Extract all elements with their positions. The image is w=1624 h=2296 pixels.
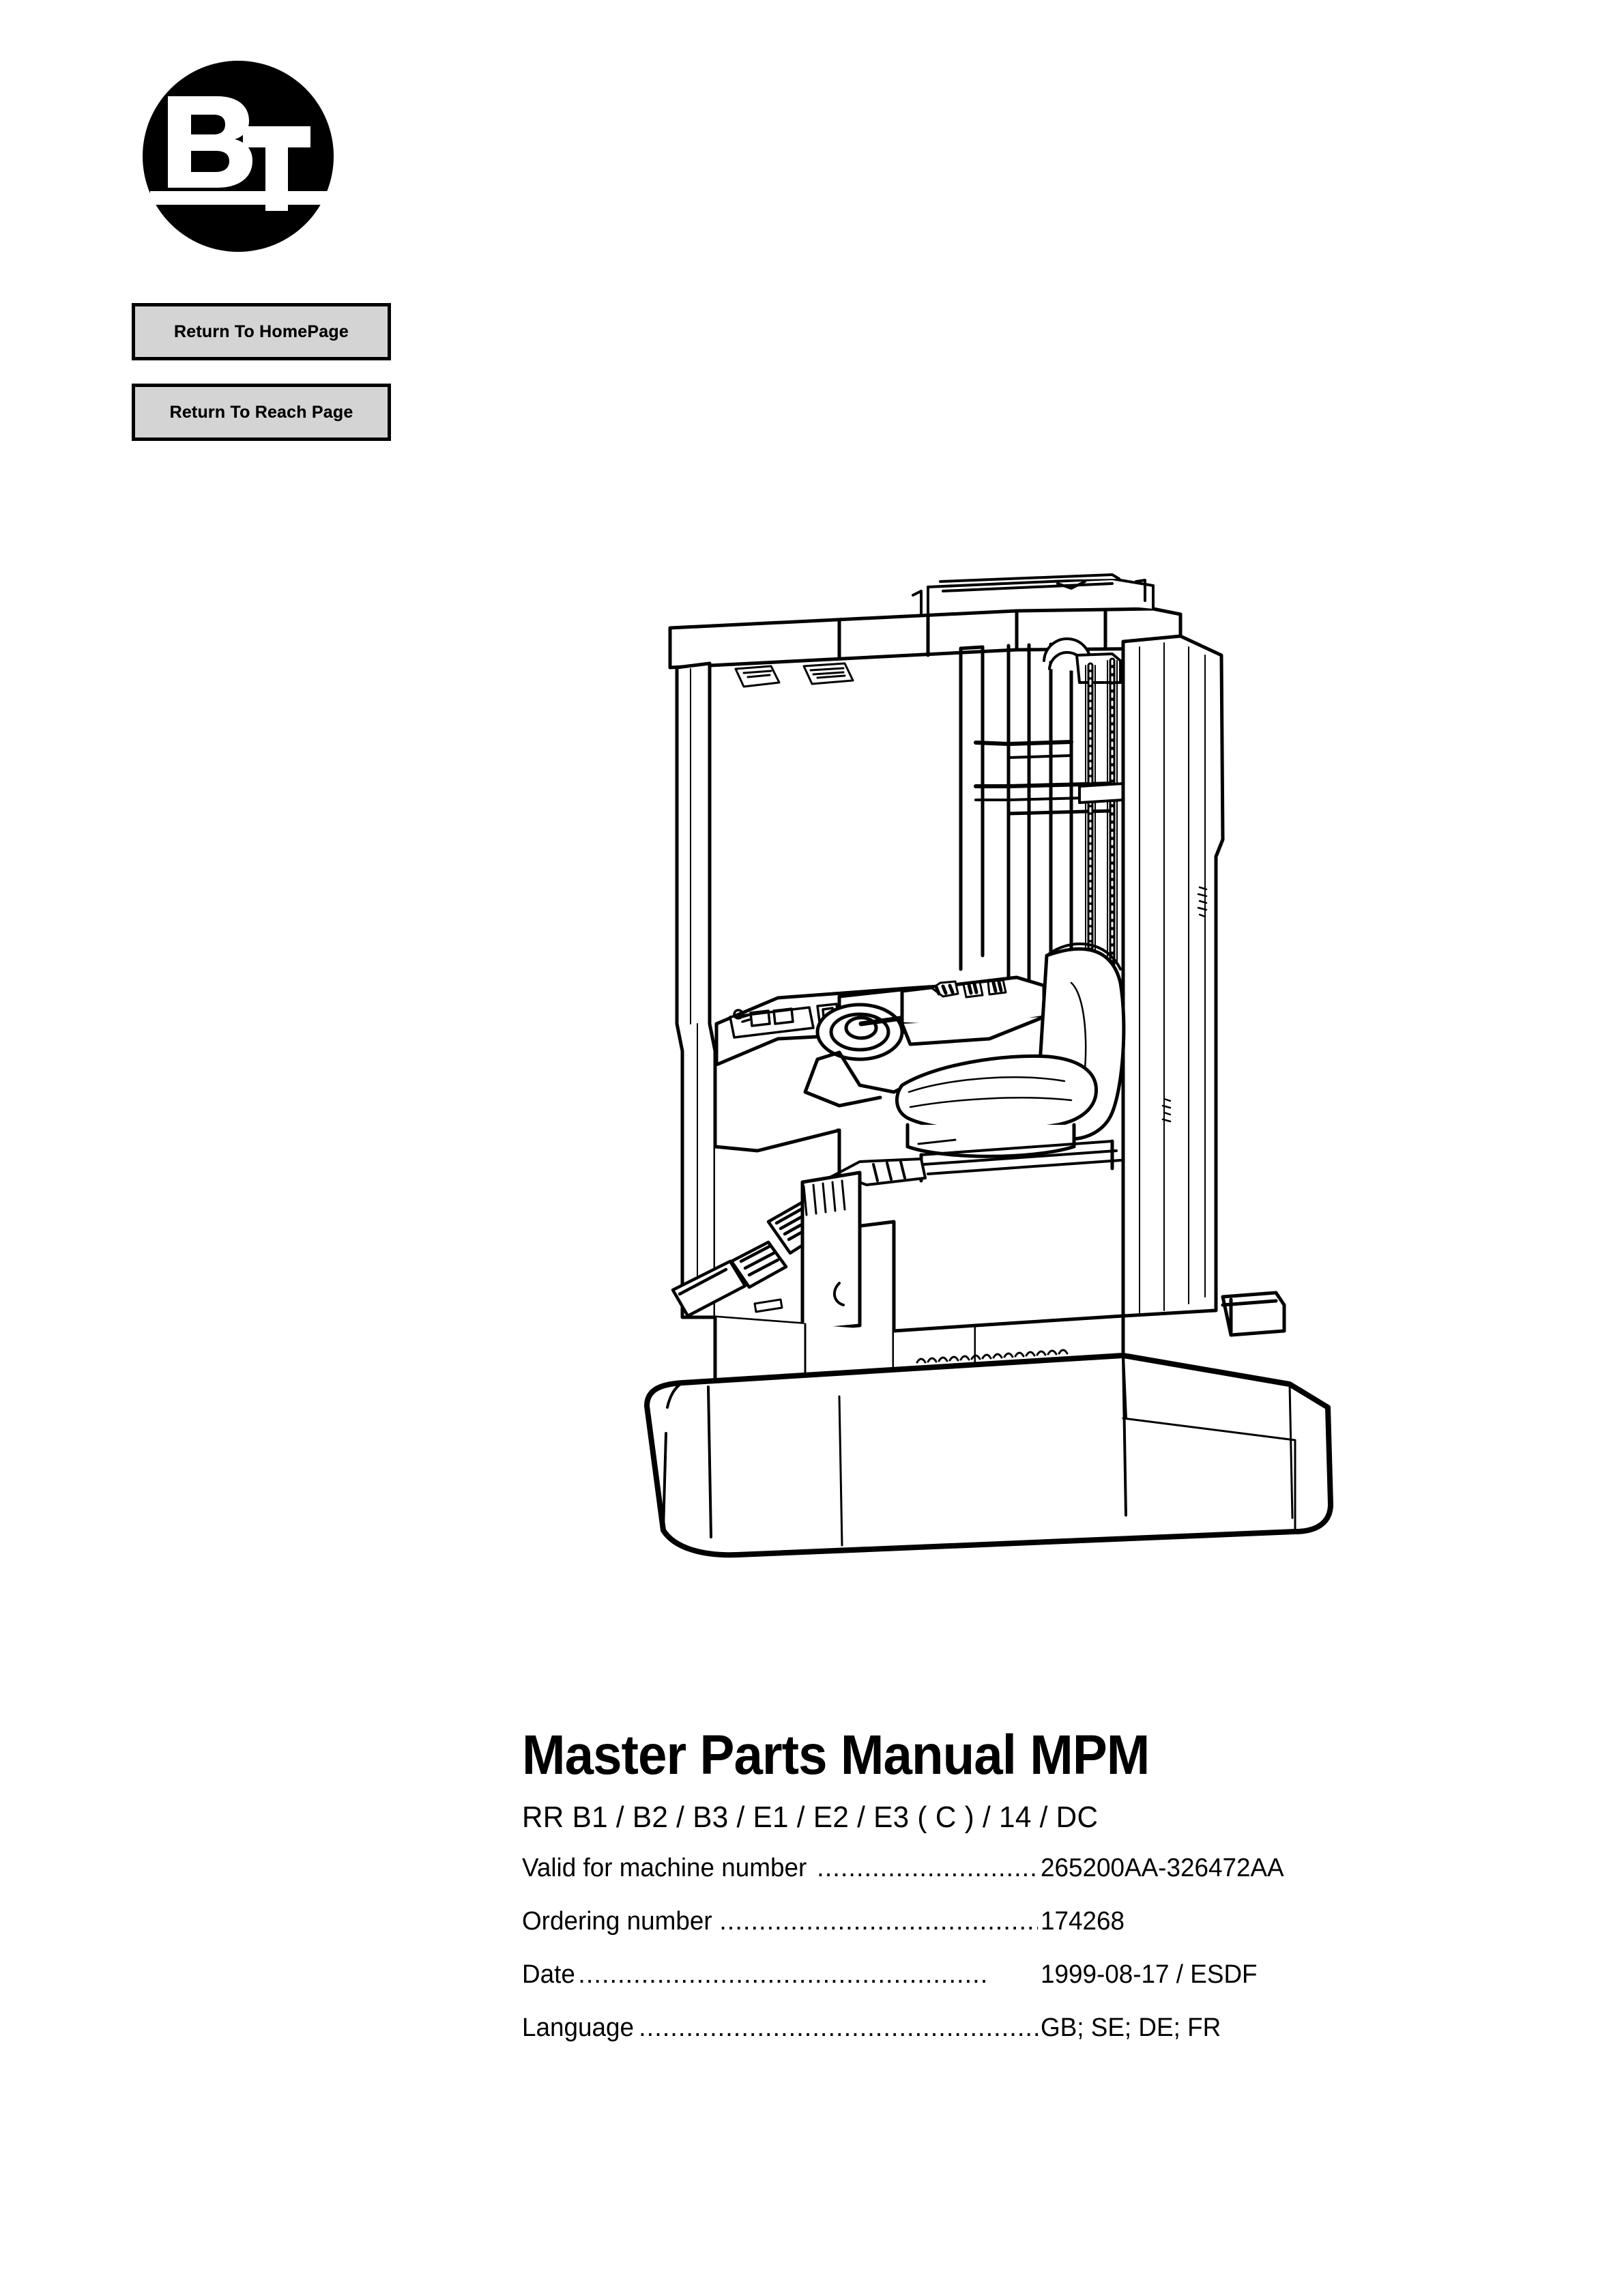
dotted-leader: ........................................…: [817, 1855, 1038, 1882]
reach-truck-illustration: [635, 546, 1378, 1601]
spec-value: 265200AA-326472AA: [1041, 1854, 1284, 1883]
spec-row-machine-number: Valid for machine number ...............…: [522, 1855, 1477, 1881]
spec-row-ordering-number: Ordering number ........................…: [522, 1908, 1477, 1934]
spec-row-language: Language ...............................…: [522, 2015, 1477, 2041]
spec-value: GB; SE; DE; FR: [1041, 2013, 1221, 2043]
dotted-leader: ........................................…: [719, 1908, 1038, 1935]
page-title: Master Parts Manual MPM: [522, 1724, 1150, 1786]
return-to-homepage-button[interactable]: Return To HomePage: [132, 303, 391, 360]
model-subtitle: RR B1 / B2 / B3 / E1 / E2 / E3 ( C ) / 1…: [522, 1800, 1099, 1834]
spec-value: 1999-08-17 / ESDF: [1041, 1960, 1258, 1990]
dotted-leader: ........................................…: [578, 1962, 989, 1988]
spec-label: Valid for machine number: [522, 1854, 807, 1883]
spec-value: 174268: [1041, 1907, 1125, 1936]
spec-row-date: Date ...................................…: [522, 1962, 1477, 1988]
spec-label: Date: [522, 1960, 575, 1990]
bt-logo: [142, 60, 334, 253]
return-to-reach-page-button[interactable]: Return To Reach Page: [132, 384, 391, 441]
dotted-leader: ........................................…: [639, 2015, 1038, 2041]
title-block: Master Parts Manual MPM RR B1 / B2 / B3 …: [522, 1727, 1477, 2068]
spec-label: Ordering number: [522, 1907, 712, 1936]
spec-label: Language: [522, 2013, 635, 2043]
